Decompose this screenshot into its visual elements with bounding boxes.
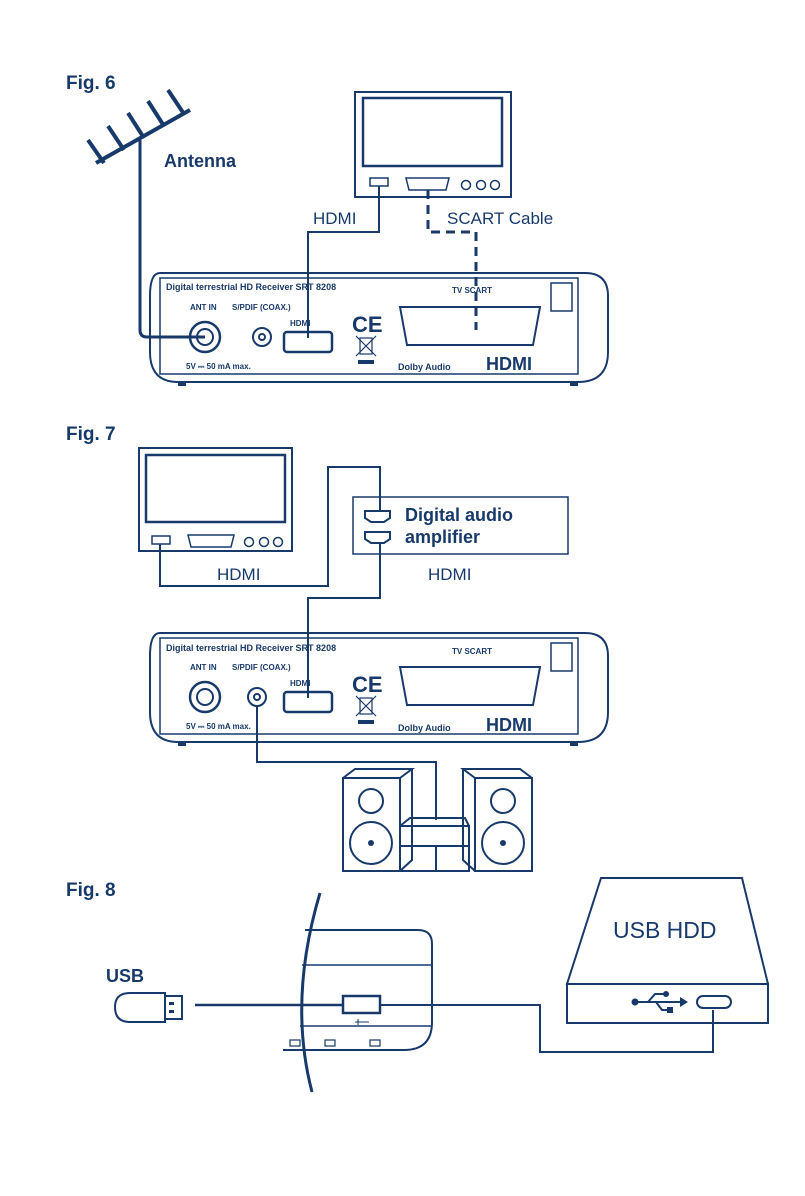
receiver-hdmi-connector (282, 330, 334, 354)
hdmi-port-label: HDMI (290, 319, 310, 328)
dolby-logo-fig7: Dolby Audio (398, 723, 451, 733)
receiver-fig7: Digital terrestrial HD Receiver SRT 8208… (149, 632, 609, 746)
fig6-title: Fig. 6 (66, 73, 116, 94)
tv-scart-label-fig7: TV SCART (452, 647, 492, 656)
usb-stick-icon (113, 992, 183, 1023)
fig8-title: Fig. 8 (66, 880, 116, 901)
figure-7: Fig. 7 Digital audio amplifier HDMI HDMI (66, 424, 609, 872)
receiver-usb-port (341, 994, 382, 1015)
figure-8: Fig. 8 USB USB HDD (66, 877, 770, 1093)
receiver-scart-connector (398, 306, 542, 346)
hdmi-cable-tv-amp (159, 466, 381, 587)
tv-set-fig6 (354, 91, 512, 198)
dolby-logo: Dolby Audio (398, 362, 451, 372)
spdif-label: S/PDIF (COAX.) (232, 303, 291, 312)
stereo-speakers-icon (342, 768, 533, 872)
antenna-cable (138, 329, 205, 339)
tv-scart-label: TV SCART (452, 286, 492, 295)
hdmi-label-right: HDMI (428, 565, 471, 584)
cut-line-icon (300, 892, 322, 1093)
hdmi-cable-amp-receiver (307, 543, 381, 698)
usb-label: USB (106, 966, 144, 986)
spdif-connector-fig7 (247, 687, 267, 707)
usb-symbol-icon (631, 991, 688, 1013)
hdd-usb-c-port (696, 995, 732, 1009)
hdmi-port-label-fig7: HDMI (290, 679, 310, 688)
antenna-label: Antenna (164, 151, 237, 171)
weee-bin-icon-fig7 (355, 695, 377, 724)
receiver-model-label: Digital terrestrial HD Receiver SRT 8208 (166, 282, 336, 292)
power-label-fig7: 5V ⎓ 50 mA max. (186, 722, 251, 731)
usb-hdd-cable (380, 1004, 714, 1053)
ant-in-label-fig7: ANT IN (190, 663, 217, 672)
receiver-fig6: Digital terrestrial HD Receiver SRT 8208… (149, 272, 609, 386)
hdmi-label-fig6: HDMI (313, 209, 356, 228)
digital-audio-amplifier: Digital audio amplifier (352, 496, 569, 555)
receiver-model-label-fig7: Digital terrestrial HD Receiver SRT 8208 (166, 643, 336, 653)
ce-mark: CE (352, 312, 383, 337)
hdmi-label-left: HDMI (217, 565, 260, 584)
fig7-title: Fig. 7 (66, 424, 116, 445)
usb-hdd-icon: USB HDD (565, 877, 770, 1024)
power-label: 5V ⎓ 50 mA max. (186, 362, 251, 371)
tv-scart-port (405, 177, 450, 191)
tv-set-fig7 (138, 447, 293, 552)
weee-bin-icon (355, 335, 377, 364)
hdmi-cable-fig6 (307, 186, 380, 338)
spdif-label-fig7: S/PDIF (COAX.) (232, 663, 291, 672)
ant-in-connector (188, 320, 222, 354)
amplifier-label-line1: Digital audio (405, 505, 513, 525)
antenna-icon (86, 88, 191, 330)
receiver-side-slot (550, 282, 573, 312)
receiver-side-detail (283, 892, 433, 1093)
figure-6: Fig. 6 Antenna HDMI SCART (66, 73, 609, 386)
ce-mark-fig7: CE (352, 672, 383, 697)
amplifier-label-line2: amplifier (405, 527, 480, 547)
usb-hdd-label: USB HDD (613, 917, 717, 943)
tv-hdmi-port (369, 177, 389, 187)
spdif-connector (252, 327, 272, 347)
scart-cable-label: SCART Cable (447, 209, 553, 228)
hdmi-logo-fig7: HDMI (486, 715, 532, 735)
coax-cable (256, 706, 437, 820)
ant-in-label: ANT IN (190, 303, 217, 312)
hdmi-logo: HDMI (486, 354, 532, 374)
scart-cable (426, 190, 478, 330)
